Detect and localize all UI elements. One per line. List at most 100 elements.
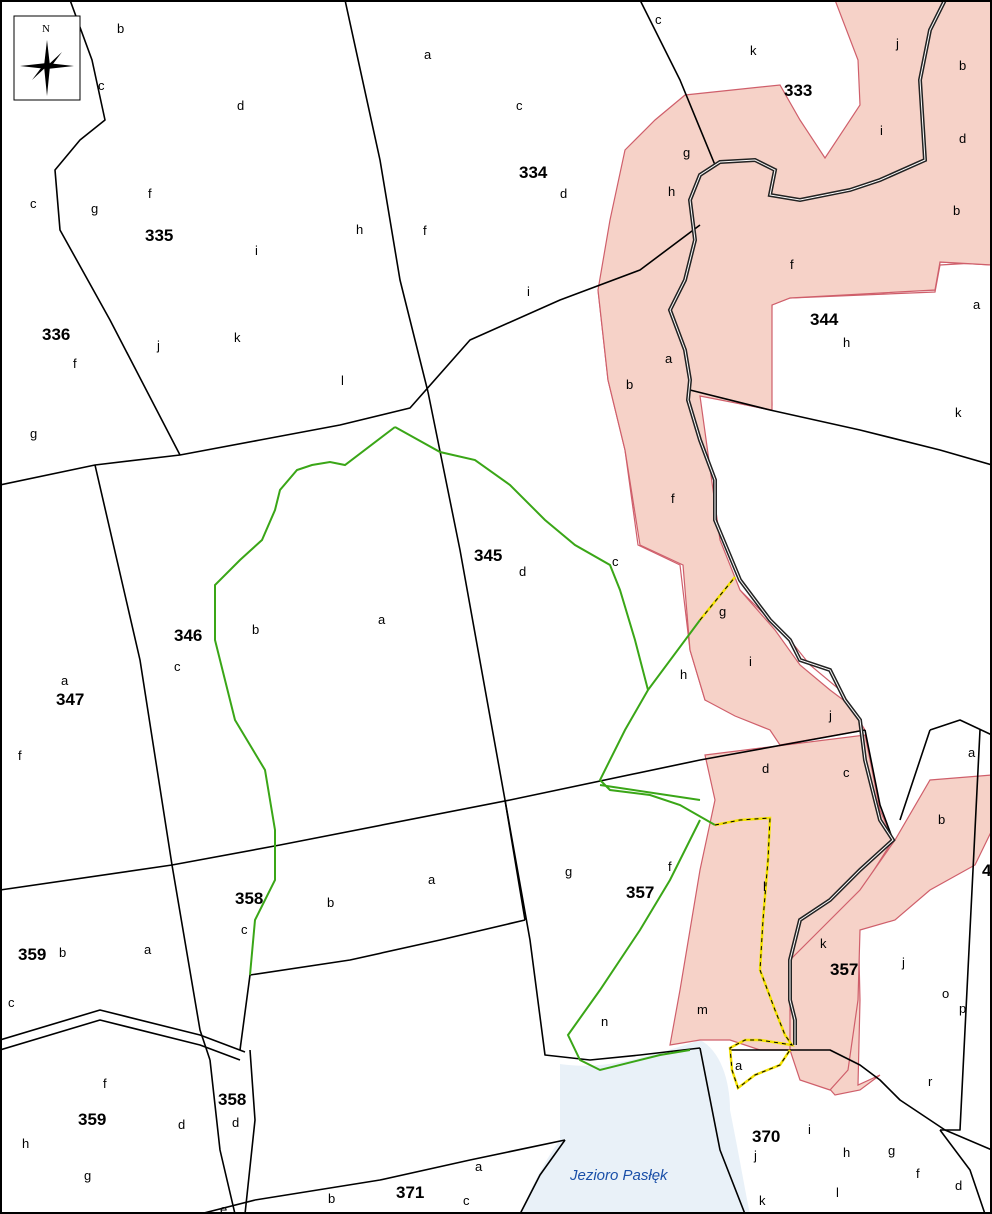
subdivision-letter: f xyxy=(73,356,77,371)
compartment-number: 345 xyxy=(474,546,502,565)
subdivision-letter: m xyxy=(697,1002,708,1017)
subdivision-letter: h xyxy=(668,184,675,199)
subdivision-letter: l xyxy=(836,1185,839,1200)
subdivision-letter: d xyxy=(232,1115,239,1130)
subdivision-letter: c xyxy=(174,659,181,674)
subdivision-letter: a xyxy=(665,351,673,366)
subdivision-letter: g xyxy=(84,1168,91,1183)
subdivision-letter: b xyxy=(938,812,945,827)
compartment-numbers: 333 334 335 336 344 345 346 347 357 357 … xyxy=(18,81,992,1202)
subdivision-letter: l xyxy=(341,373,344,388)
subdivision-letter: d xyxy=(519,564,526,579)
subdivision-letter: p xyxy=(959,1001,966,1016)
subdivision-letter: o xyxy=(942,986,949,1001)
subdivision-letter: h xyxy=(843,1145,850,1160)
compartment-number: 357 xyxy=(626,883,654,902)
subdivision-letter: f xyxy=(790,257,794,272)
lake-area xyxy=(520,1040,750,1214)
subdivision-letter: c xyxy=(98,78,105,93)
subdivision-letter: i xyxy=(255,243,258,258)
subdivision-letter: r xyxy=(928,1074,933,1089)
compass-north-label: N xyxy=(42,23,50,35)
subdivision-letter: d xyxy=(959,131,966,146)
subdivision-letter: a xyxy=(735,1058,743,1073)
subdivision-letter: d xyxy=(237,98,244,113)
subdivision-letter: f xyxy=(423,223,427,238)
yellow-boundary-dash xyxy=(699,576,794,1089)
subdivision-letter: c xyxy=(8,995,15,1010)
subdivision-letter: h xyxy=(843,335,850,350)
subdivision-letter: j xyxy=(895,36,899,51)
subdivision-letter: a xyxy=(378,612,386,627)
subdivision-letter: b xyxy=(252,622,259,637)
lake-label: Jezioro Pasłęk xyxy=(569,1167,669,1184)
subdivision-letter: c xyxy=(843,765,850,780)
subdivision-letter: g xyxy=(565,864,572,879)
subdivision-letter: d xyxy=(955,1178,962,1193)
subdivision-letter: d xyxy=(178,1117,185,1132)
subdivision-letter: d xyxy=(560,186,567,201)
compartment-number: 370 xyxy=(752,1127,780,1146)
subdivision-letter: g xyxy=(719,604,726,619)
compass-rose-icon: N xyxy=(13,15,81,101)
compartment-number: 359 xyxy=(18,945,46,964)
subdivision-letter: k xyxy=(955,405,962,420)
subdivision-letter: h xyxy=(22,1136,29,1151)
subdivision-letter: c xyxy=(463,1193,470,1208)
subdivision-letter: f xyxy=(668,859,672,874)
subdivision-letter: a xyxy=(424,47,432,62)
subdivision-letter: f xyxy=(148,186,152,201)
subdivision-letter: j xyxy=(156,338,160,353)
compartment-number: 358 xyxy=(235,889,263,908)
subdivision-letter: f xyxy=(18,748,22,763)
compartment-number: 371 xyxy=(396,1183,424,1202)
subdivision-letter: n xyxy=(601,1014,608,1029)
subdivision-letter: b xyxy=(327,895,334,910)
subdivision-letter: e xyxy=(220,1202,227,1214)
subdivision-letter: b xyxy=(117,21,124,36)
subdivision-letter: c xyxy=(612,554,619,569)
subdivision-letter: b xyxy=(953,203,960,218)
subdivision-letter: j xyxy=(828,708,832,723)
subdivision-letter: j xyxy=(901,955,905,970)
subdivision-letter: l xyxy=(763,879,766,894)
subdivision-letter: a xyxy=(428,872,436,887)
compartment-number: 359 xyxy=(78,1110,106,1129)
subdivision-letter: a xyxy=(144,942,152,957)
subdivision-letter: f xyxy=(103,1076,107,1091)
subdivision-letter: i xyxy=(749,654,752,669)
subdivision-letter: b xyxy=(328,1191,335,1206)
subdivision-letter: f xyxy=(916,1166,920,1181)
subdivision-letter: a xyxy=(968,745,976,760)
subdivision-letter: g xyxy=(91,201,98,216)
subdivision-letter: b xyxy=(959,58,966,73)
subdivision-letter: k xyxy=(759,1193,766,1208)
green-boundary xyxy=(214,426,736,1072)
compartment-number: 357 xyxy=(830,960,858,979)
compartment-number: 334 xyxy=(519,163,548,182)
compartment-number: 4 xyxy=(982,861,992,880)
subdivision-letter: a xyxy=(475,1159,483,1174)
subdivision-letter: c xyxy=(655,12,662,27)
subdivision-letter: i xyxy=(880,123,883,138)
subdivision-letter: h xyxy=(680,667,687,682)
subdivision-letter: k xyxy=(234,330,241,345)
subdivision-letter: i xyxy=(527,284,530,299)
compartment-number: 344 xyxy=(810,310,839,329)
subdivision-letter: g xyxy=(888,1143,895,1158)
subdivision-letter: c xyxy=(516,98,523,113)
river-line xyxy=(667,0,947,1045)
subdivision-letters: b c d c g f i f g j k l h a c d f i c k … xyxy=(8,12,981,1214)
subdivision-letter: j xyxy=(753,1148,757,1163)
subdivision-letter: b xyxy=(626,377,633,392)
subdivision-letter: b xyxy=(59,945,66,960)
subdivision-letter: g xyxy=(30,426,37,441)
compartment-number: 335 xyxy=(145,226,173,245)
subdivision-letter: g xyxy=(683,145,690,160)
subdivision-letter: k xyxy=(820,936,827,951)
subdivision-letter: h xyxy=(356,222,363,237)
subdivision-letter: i xyxy=(808,1122,811,1137)
